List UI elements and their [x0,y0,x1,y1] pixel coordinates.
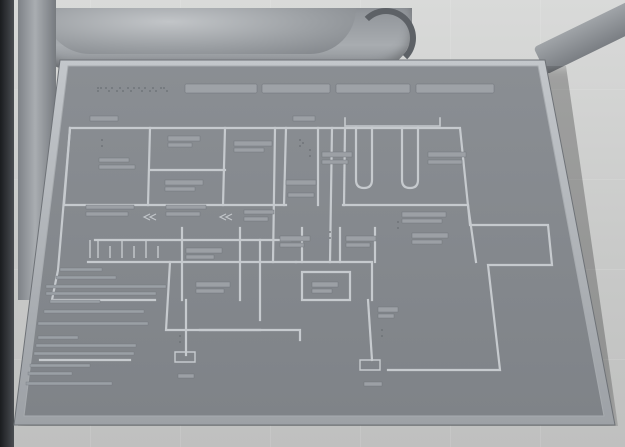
title-raised-letters [185,84,494,93]
